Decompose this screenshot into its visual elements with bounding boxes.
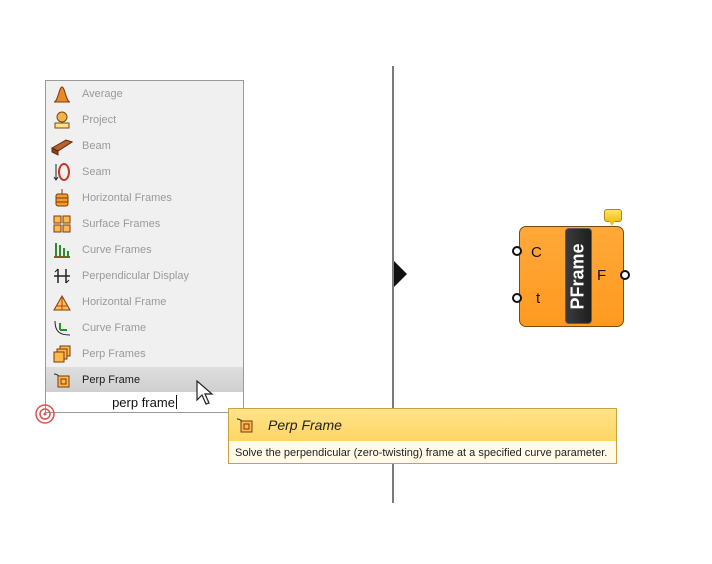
search-result-label: Project (82, 114, 117, 126)
search-result-label: Curve Frames (82, 244, 152, 256)
text-caret (175, 395, 177, 409)
horizontal-frames-icon (51, 187, 73, 209)
component-tooltip: Perp Frame Solve the perpendicular (zero… (228, 408, 617, 464)
search-result-seam[interactable]: Seam (46, 159, 243, 185)
curve-frames-icon (51, 239, 73, 261)
search-result-curve-frame[interactable]: Curve Frame (46, 315, 243, 341)
search-result-label: Average (82, 88, 123, 100)
surface-frames-icon (51, 213, 73, 235)
search-result-perp-frame[interactable]: Perp Frame (46, 367, 243, 393)
divider-arrow-icon (394, 261, 407, 287)
component-name: PFrame (568, 242, 589, 310)
perp-frame-icon (51, 369, 73, 391)
input-grip-c[interactable] (512, 246, 522, 256)
search-result-perpendicular-display[interactable]: Perpendicular Display (46, 263, 243, 289)
search-result-label: Perpendicular Display (82, 270, 189, 282)
message-balloon-icon[interactable] (604, 209, 622, 226)
canvas-target-icon (35, 404, 55, 424)
search-query-text: perp frame (112, 394, 175, 410)
input-port-t[interactable]: t (536, 290, 541, 307)
search-result-label: Perp Frame (82, 374, 141, 386)
search-result-horizontal-frame[interactable]: Horizontal Frame (46, 289, 243, 315)
search-result-curve-frames[interactable]: Curve Frames (46, 237, 243, 263)
search-result-surface-frames[interactable]: Surface Frames (46, 211, 243, 237)
search-result-label: Beam (82, 140, 111, 152)
perp-frames-icon (51, 343, 73, 365)
tooltip-header: Perp Frame (229, 409, 616, 441)
project-icon (51, 109, 73, 131)
search-results-list: Average Project Beam Seam Horizontal Fra… (46, 81, 243, 393)
canvas-divider (392, 66, 394, 503)
input-port-c[interactable]: C (531, 244, 542, 261)
tooltip-title: Perp Frame (268, 417, 342, 433)
search-result-label: Curve Frame (82, 322, 147, 334)
beam-icon (51, 135, 73, 157)
component-name-capsule: PFrame (565, 228, 592, 324)
search-result-project[interactable]: Project (46, 107, 243, 133)
search-result-label: Surface Frames (82, 218, 161, 230)
search-result-perp-frames[interactable]: Perp Frames (46, 341, 243, 367)
horizontal-frame-icon (51, 291, 73, 313)
output-port-f[interactable]: F (597, 267, 607, 284)
component-search-popup: Average Project Beam Seam Horizontal Fra… (45, 80, 244, 413)
search-result-label: Seam (82, 166, 111, 178)
average-icon (51, 83, 73, 105)
search-result-average[interactable]: Average (46, 81, 243, 107)
tooltip-description: Solve the perpendicular (zero-twisting) … (235, 447, 608, 459)
mouse-cursor-icon (196, 380, 214, 405)
search-result-label: Perp Frames (82, 348, 146, 360)
search-result-label: Horizontal Frame (82, 296, 167, 308)
pframe-component[interactable]: PFrame C t F (519, 226, 624, 327)
perpendicular-display-icon (51, 265, 73, 287)
perp-frame-icon (234, 414, 256, 436)
output-grip-f[interactable] (620, 270, 630, 280)
search-input[interactable]: perp frame (46, 391, 243, 412)
seam-icon (51, 161, 73, 183)
input-grip-t[interactable] (512, 293, 522, 303)
curve-frame-icon (51, 317, 73, 339)
search-result-label: Horizontal Frames (82, 192, 172, 204)
search-result-horizontal-frames[interactable]: Horizontal Frames (46, 185, 243, 211)
search-result-beam[interactable]: Beam (46, 133, 243, 159)
